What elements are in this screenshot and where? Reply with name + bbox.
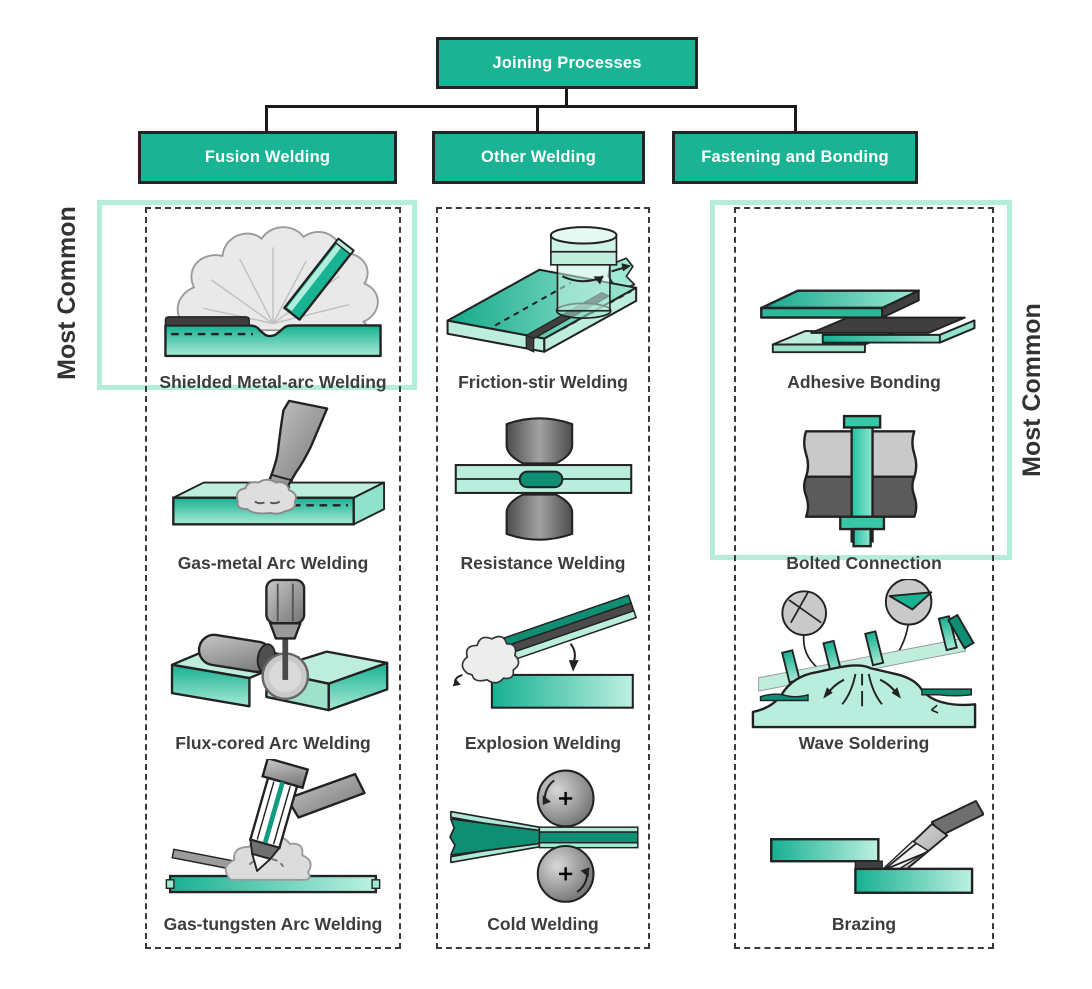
gas-metal-arc-welding-illustration	[172, 399, 386, 526]
root-label: Joining Processes	[492, 53, 642, 72]
explosion-welding-illustration	[452, 594, 637, 710]
connector-horizontal	[266, 105, 797, 108]
column-other-welding: Friction-stir Welding Resistance Welding	[436, 207, 650, 949]
branch-header-fusion-welding: Fusion Welding	[138, 131, 397, 184]
branch-header-other-welding: Other Welding	[432, 131, 645, 184]
process-cell-explosion-welding: Explosion Welding	[441, 578, 646, 754]
process-cell-bolted-connection: Bolted Connection	[744, 398, 984, 574]
process-cell-friction-stir-welding: Friction-stir Welding	[441, 217, 646, 393]
highlight-most-common-right	[710, 200, 1012, 560]
most-common-label-right: Most Common	[1016, 290, 1048, 490]
branch-label: Fusion Welding	[204, 148, 331, 166]
process-label: Bolted Connection	[786, 552, 942, 573]
adhesive-bonding-illustration	[760, 289, 976, 354]
most-common-text: Most Common	[52, 206, 81, 380]
brazing-illustration	[770, 799, 984, 894]
branch-label: Other Welding	[480, 148, 597, 166]
process-cell-adhesive-bonding: Adhesive Bonding	[744, 217, 984, 393]
process-cell-flux-cored-arc-welding: Flux-cored Arc Welding	[154, 578, 392, 754]
process-cell-brazing: Brazing	[744, 759, 984, 935]
process-cell-cold-welding: Cold Welding	[441, 759, 646, 935]
process-label: Flux-cored Arc Welding	[175, 733, 371, 754]
connector-drop-fusion	[265, 105, 268, 133]
process-label: Explosion Welding	[464, 733, 622, 754]
cold-welding-illustration	[448, 769, 639, 903]
process-cell-gas-metal-arc-welding: Gas-metal Arc Welding	[154, 398, 392, 574]
resistance-welding-illustration	[454, 417, 632, 541]
column-fastening-and-bonding: Adhesive Bonding Bolted Connection	[734, 207, 994, 949]
bolted-connection-illustration	[803, 414, 918, 547]
highlight-most-common-left	[97, 200, 417, 390]
process-cell-wave-soldering: Wave Soldering	[744, 578, 984, 754]
process-label: Adhesive Bonding	[787, 372, 941, 392]
process-label: Wave Soldering	[798, 733, 930, 754]
wave-soldering-illustration	[751, 579, 977, 729]
gas-tungsten-arc-welding-illustration	[165, 758, 381, 894]
branch-header-fastening-and-bonding: Fastening and Bonding	[672, 131, 918, 184]
process-label: Resistance Welding	[460, 552, 626, 573]
connector-drop-other	[536, 105, 539, 133]
shielded-metal-arc-welding-illustration	[164, 226, 382, 358]
process-label: Gas-tungsten Arc Welding	[163, 913, 383, 934]
most-common-label-left: Most Common	[51, 193, 83, 393]
process-label: Cold Welding	[487, 913, 599, 934]
connector-root-drop	[565, 88, 568, 108]
branch-label: Fastening and Bonding	[701, 148, 889, 166]
process-cell-gas-tungsten-arc-welding: Gas-tungsten Arc Welding	[154, 758, 392, 935]
process-label: Brazing	[831, 913, 897, 934]
process-label: Shielded Metal-arc Welding	[159, 372, 387, 392]
connector-drop-fastening	[794, 105, 797, 133]
root-box: Joining Processes	[436, 37, 698, 89]
process-cell-resistance-welding: Resistance Welding	[441, 398, 646, 574]
most-common-text: Most Common	[1017, 303, 1046, 477]
process-cell-shielded-metal-arc-welding: Shielded Metal-arc Welding	[154, 217, 392, 393]
friction-stir-welding-illustration	[446, 226, 637, 353]
process-label: Friction-stir Welding	[458, 372, 628, 392]
flux-cored-arc-welding-illustration	[170, 579, 389, 712]
process-label: Gas-metal Arc Welding	[177, 552, 369, 573]
column-fusion-welding: Shielded Metal-arc Welding Gas-metal Arc…	[145, 207, 401, 949]
